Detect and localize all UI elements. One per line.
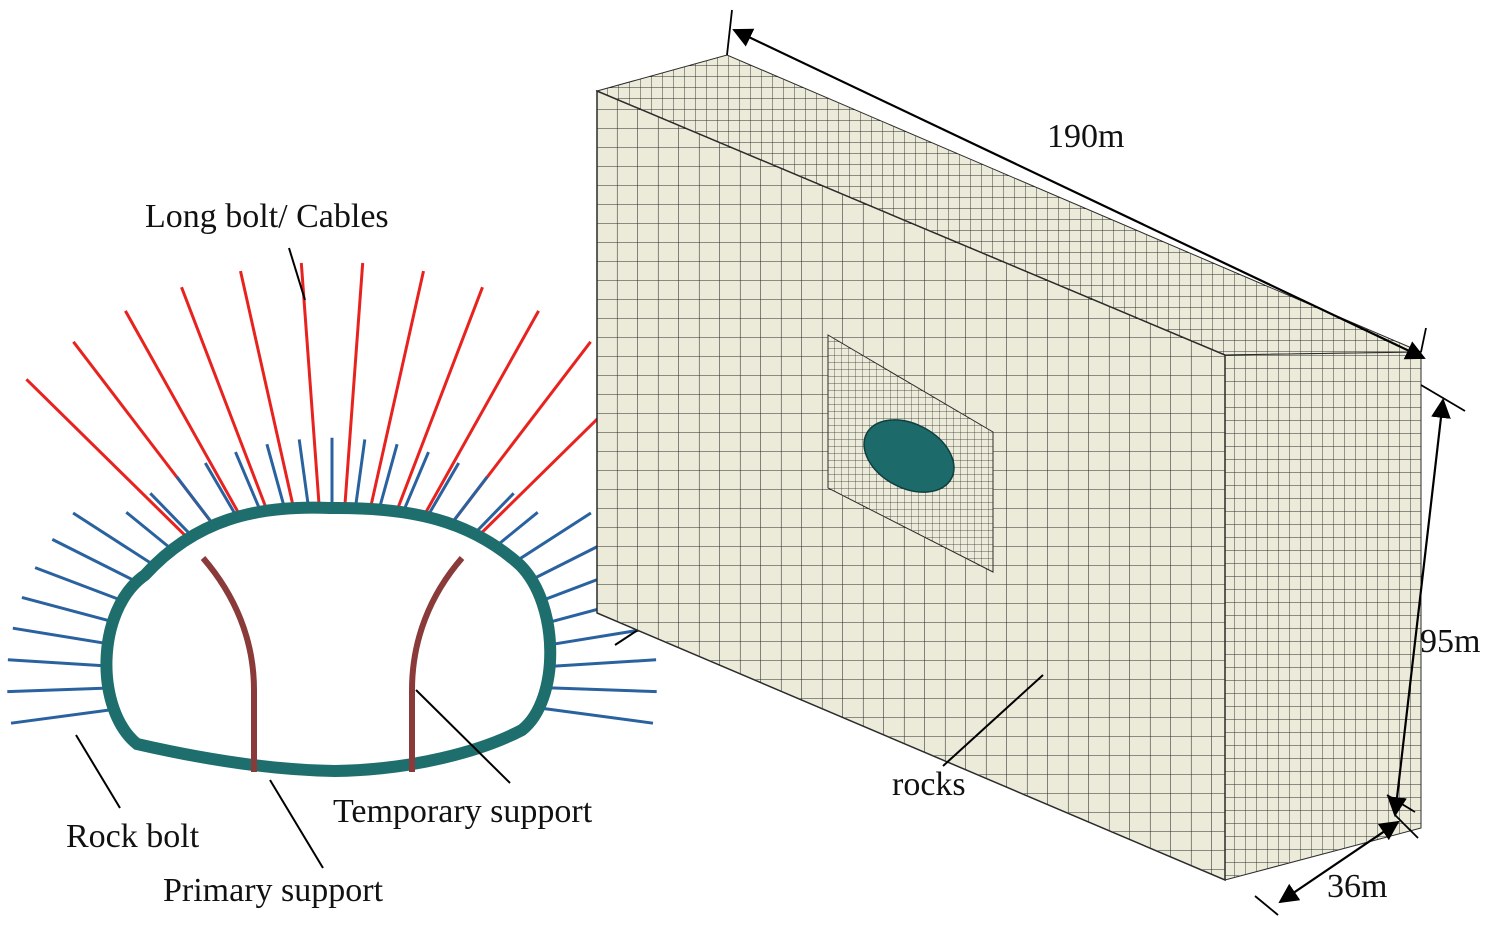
rock-bolt-line <box>7 658 118 669</box>
rock-bolt-line <box>7 686 118 694</box>
label-temporary-support: Temporary support <box>333 793 593 830</box>
rock-bolt-line <box>10 707 120 725</box>
rock-bolt-line <box>544 707 654 725</box>
dimension-height <box>1386 384 1466 817</box>
label-primary-support: Primary support <box>163 872 384 909</box>
dimension-depth <box>1254 814 1419 916</box>
long-bolt-cable-line <box>343 262 365 510</box>
leader-rock-bolt <box>75 734 121 809</box>
long-bolt-cable-line <box>299 262 321 510</box>
label-length-190m: 190m <box>1047 118 1124 155</box>
rock-bolt-line <box>542 626 652 648</box>
leader-rocks <box>942 674 1044 767</box>
long-bolt-cable-line <box>392 286 484 520</box>
leader-temporary-support <box>415 689 511 784</box>
tunnel-opening <box>863 419 955 493</box>
long-bolt-cable-line <box>367 270 425 514</box>
label-depth-36m: 36m <box>1327 868 1387 905</box>
rock-bolt-line <box>546 658 657 669</box>
block-side-face <box>1224 351 1422 881</box>
rock-bolt-line <box>72 511 162 571</box>
primary-support-lining <box>100 501 557 778</box>
long-bolt-cable-line <box>180 286 272 520</box>
long-bolt-cable-line <box>239 270 297 514</box>
long-bolt-cable-line <box>124 310 249 530</box>
dimension-length <box>726 9 1427 360</box>
label-rocks: rocks <box>892 766 966 803</box>
label-long-bolt-cables: Long bolt/ Cables <box>145 198 389 235</box>
long-bolt-cable-line <box>25 378 209 559</box>
long-bolt-cable-line <box>415 310 540 530</box>
label-rock-bolt: Rock bolt <box>66 818 200 855</box>
leader-primary-support <box>269 779 324 869</box>
rock-bolt-line <box>546 686 657 694</box>
temporary-support-left <box>200 556 257 772</box>
label-height-95m: 95m <box>1420 623 1480 660</box>
temporary-support-right <box>409 556 465 772</box>
leader-long-bolt <box>288 247 306 301</box>
